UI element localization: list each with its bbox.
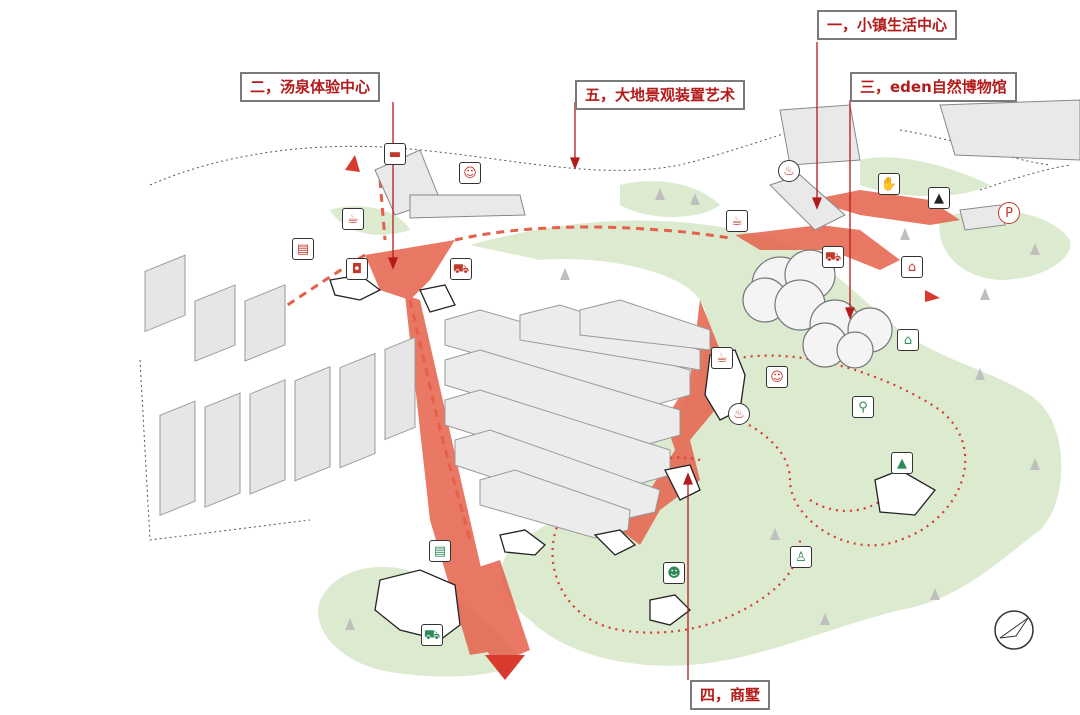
dining-icon: ♨ <box>778 160 800 182</box>
nature-house-icon: ⌂ <box>897 329 919 351</box>
residential-blocks-west <box>144 254 416 517</box>
residential-blocks-center <box>444 299 711 539</box>
meeting-icon: ☺ <box>459 162 481 184</box>
compass-icon <box>994 610 1034 650</box>
meeting-icon: ☺ <box>766 366 788 388</box>
playground-icon: ☻ <box>663 562 685 584</box>
tent-icon: ▲ <box>928 187 950 209</box>
circulation-routes <box>279 179 731 541</box>
town-buildings <box>374 99 1080 231</box>
callout-leaders <box>388 42 855 680</box>
coffee-icon: ☕ <box>711 347 733 369</box>
label-villas: 四，商墅 <box>690 680 771 710</box>
cart-icon: ⛟ <box>421 624 443 646</box>
label-hot-spring: 二，汤泉体验中心 <box>240 72 381 102</box>
camping-icon: ▲ <box>891 452 913 474</box>
parking-icon: P <box>998 202 1020 224</box>
villa-clusters <box>329 274 936 641</box>
cycling-icon: ⚲ <box>852 396 874 418</box>
coffee-icon: ☕ <box>342 208 364 230</box>
cart-icon: ⛟ <box>822 246 844 268</box>
book-icon: ▤ <box>429 540 451 562</box>
bed-icon: ▬ <box>384 143 406 165</box>
cart-icon: ⛟ <box>450 258 472 280</box>
shopping-bag-icon: ◘ <box>346 258 368 280</box>
label-land-art: 五，大地景观装置艺术 <box>575 80 746 110</box>
direction-arrows <box>345 155 940 680</box>
dining-icon: ♨ <box>728 403 750 425</box>
book-icon: ▤ <box>292 238 314 260</box>
site-boundary <box>139 119 1071 541</box>
hiking-icon: ♙ <box>790 546 812 568</box>
label-town-center: 一，小镇生活中心 <box>817 10 958 40</box>
handshake-icon: ✋ <box>878 173 900 195</box>
coffee-icon: ☕ <box>726 210 748 232</box>
trees <box>345 188 1040 630</box>
label-museum: 三，eden自然博物馆 <box>850 72 1017 102</box>
home-icon: ⌂ <box>901 256 923 278</box>
walking-trails <box>551 354 967 634</box>
